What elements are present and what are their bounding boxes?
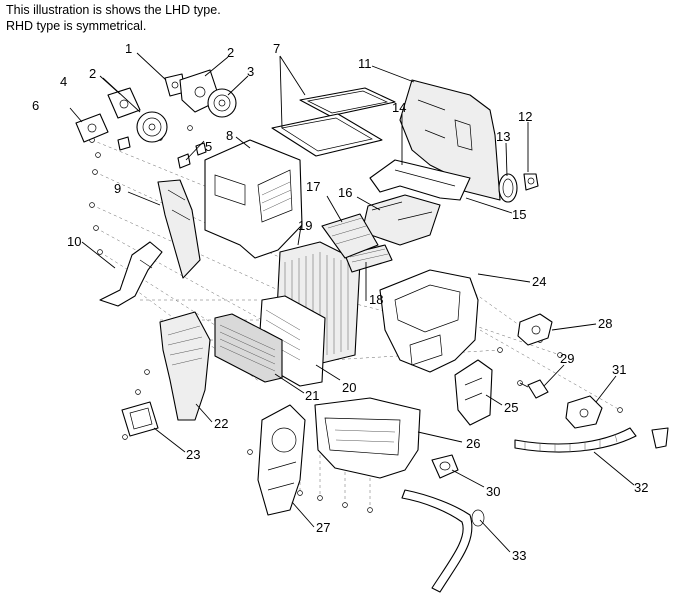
drive-gear	[136, 111, 168, 143]
callout-15: 15	[512, 207, 526, 222]
callout-8: 8	[226, 128, 233, 143]
callout-28: 28	[598, 316, 612, 331]
callout-19: 19	[298, 218, 312, 233]
callout-12: 12	[518, 109, 532, 124]
callout-3: 3	[247, 64, 254, 79]
filter-cover-lower	[271, 113, 383, 157]
callout-5: 5	[205, 139, 212, 154]
heater-case-lower	[314, 397, 421, 479]
callout-9: 9	[114, 181, 121, 196]
drain-hose	[514, 427, 669, 453]
callout-2-upper: 2	[227, 45, 234, 60]
drain-grommet	[431, 454, 459, 479]
callout-11: 11	[358, 56, 372, 71]
link-plate-left	[107, 87, 141, 119]
callout-26: 26	[466, 436, 480, 451]
duct-seal	[121, 401, 159, 437]
side-bracket	[454, 359, 493, 426]
duct-bracket	[369, 159, 471, 201]
heater-case-upper	[204, 139, 303, 259]
air-mix-door	[344, 244, 393, 273]
floor-duct	[159, 311, 211, 421]
fastener-screws	[89, 125, 623, 513]
callout-27: 27	[316, 520, 330, 535]
mode-actuator	[517, 313, 553, 346]
grommet	[523, 173, 539, 191]
caption-line-rhd: RHD type is symmetrical.	[6, 19, 147, 33]
ptc-heater	[214, 313, 283, 383]
rear-duct	[257, 404, 306, 516]
callout-32: 32	[634, 480, 648, 495]
lower-bracket	[99, 241, 163, 307]
callout-18: 18	[369, 292, 383, 307]
seal-ring	[498, 173, 518, 203]
callout-21: 21	[305, 388, 319, 403]
callout-30: 30	[486, 484, 500, 499]
heater-case-main	[379, 269, 479, 373]
callout-labels: 1 2 2 3 4 5 6 7 8 9 10 11 12 13 14 15 16…	[32, 41, 648, 563]
lever-bracket	[75, 113, 109, 143]
callout-17: 17	[306, 179, 320, 194]
callout-16: 16	[338, 185, 352, 200]
temperature-sensor	[519, 379, 549, 399]
small-clips	[117, 136, 207, 169]
drain-pipe	[401, 489, 485, 593]
callout-20: 20	[342, 380, 356, 395]
callout-10: 10	[67, 234, 81, 249]
temp-actuator	[565, 395, 603, 429]
vent-duct-left	[157, 179, 201, 279]
filter-cover-upper	[299, 87, 396, 117]
callout-22: 22	[214, 416, 228, 431]
callout-31: 31	[612, 362, 626, 377]
mode-door	[321, 213, 379, 259]
callout-14: 14	[392, 100, 406, 115]
callout-25: 25	[504, 400, 518, 415]
callout-7: 7	[273, 41, 280, 56]
callout-2-lower: 2	[89, 66, 96, 81]
callout-1: 1	[125, 41, 132, 56]
callout-23: 23	[186, 447, 200, 462]
cam-gear	[207, 88, 237, 118]
callout-6: 6	[32, 98, 39, 113]
diagram-caption: This illustration is shows the LHD type.…	[6, 2, 221, 34]
callout-29: 29	[560, 351, 574, 366]
caption-line-lhd: This illustration is shows the LHD type.	[6, 3, 221, 17]
callout-24: 24	[532, 274, 546, 289]
callout-13: 13	[496, 129, 510, 144]
callout-leaders	[69, 52, 635, 553]
callout-33: 33	[512, 548, 526, 563]
callout-4: 4	[60, 74, 67, 89]
